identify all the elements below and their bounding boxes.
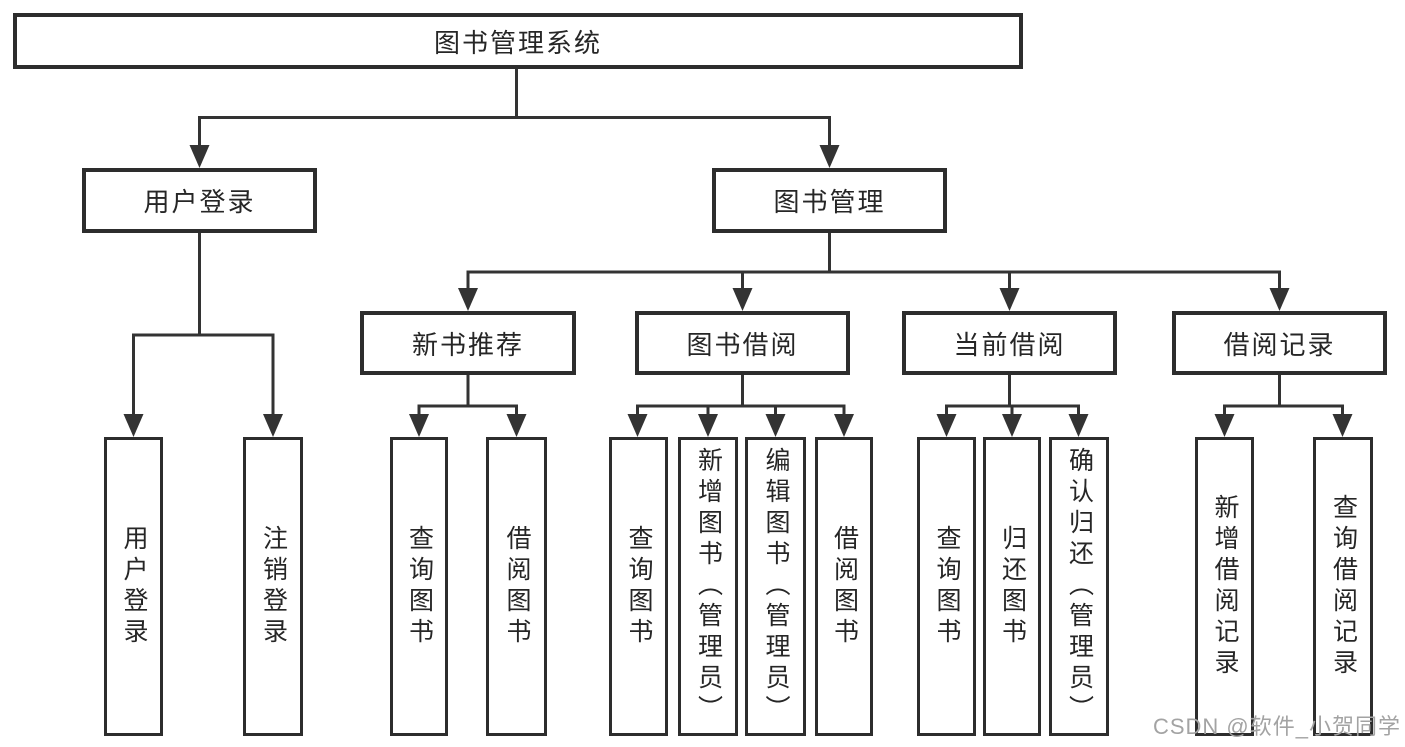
- leaf-query-books-recommend-label: 查询图书: [405, 524, 434, 649]
- node-book-management-label: 图书管理: [773, 187, 886, 217]
- node-new-book-recommendation-label: 新书推荐: [411, 329, 524, 360]
- leaf-add-book-admin: 新增图书（管理员）: [678, 437, 738, 736]
- node-book-borrowing: 图书借阅: [635, 311, 850, 375]
- node-root: 图书管理系统: [13, 13, 1023, 69]
- arrowhead-down-icon: [698, 414, 718, 437]
- leaf-return-books-label: 归还图书: [998, 524, 1027, 649]
- node-current-borrowing: 当前借阅: [902, 311, 1117, 375]
- node-user-login: 用户登录: [82, 168, 317, 233]
- leaf-query-borrow-record: 查询借阅记录: [1313, 437, 1373, 736]
- leaf-query-books-borrowing-label: 查询图书: [625, 524, 653, 649]
- arrowhead-down-icon: [1332, 414, 1353, 437]
- arrowhead-down-icon: [189, 145, 210, 168]
- leaf-query-borrow-record-label: 查询借阅记录: [1329, 493, 1358, 680]
- leaf-logout-label: 注销登录: [259, 524, 288, 649]
- leaf-add-borrow-record: 新增借阅记录: [1195, 437, 1254, 736]
- arrowhead-down-icon: [1068, 414, 1089, 437]
- arrowhead-down-icon: [123, 414, 144, 437]
- leaf-add-borrow-record-label: 新增借阅记录: [1211, 493, 1239, 680]
- node-current-borrowing-label: 当前借阅: [953, 329, 1066, 360]
- leaf-borrow-books-borrowing-label: 借阅图书: [830, 524, 859, 649]
- leaf-query-books-current-label: 查询图书: [933, 524, 961, 649]
- leaf-query-books-borrowing: 查询图书: [609, 437, 668, 736]
- node-new-book-recommendation: 新书推荐: [360, 311, 576, 375]
- arrowhead-down-icon: [1214, 414, 1235, 437]
- leaf-logout: 注销登录: [243, 437, 303, 736]
- node-borrowing-records-label: 借阅记录: [1223, 329, 1336, 360]
- leaf-return-books: 归还图书: [983, 437, 1041, 736]
- arrowhead-down-icon: [765, 414, 786, 437]
- leaf-borrow-books-recommend-label: 借阅图书: [503, 524, 531, 649]
- arrowhead-down-icon: [458, 288, 478, 311]
- leaf-add-book-admin-label: 新增图书（管理员）: [694, 447, 723, 726]
- leaf-confirm-return-admin-label: 确认归还（管理员）: [1065, 447, 1094, 726]
- leaf-query-books-current: 查询图书: [917, 437, 976, 736]
- arrowhead-down-icon: [999, 288, 1020, 311]
- leaf-edit-book-admin-label: 编辑图书（管理员）: [762, 447, 790, 726]
- arrowhead-down-icon: [834, 414, 854, 437]
- arrowhead-down-icon: [819, 145, 840, 168]
- arrowhead-down-icon: [409, 414, 429, 437]
- arrowhead-down-icon: [936, 414, 957, 437]
- leaf-user-login-label: 用户登录: [120, 524, 148, 649]
- node-root-label: 图书管理系统: [433, 27, 602, 58]
- node-book-borrowing-label: 图书借阅: [686, 329, 799, 360]
- node-book-management: 图书管理: [712, 168, 947, 233]
- leaf-user-login: 用户登录: [104, 437, 163, 736]
- leaf-borrow-books-borrowing: 借阅图书: [815, 437, 873, 736]
- arrowhead-down-icon: [263, 414, 283, 437]
- arrowhead-down-icon: [627, 414, 648, 437]
- leaf-edit-book-admin: 编辑图书（管理员）: [745, 437, 806, 736]
- arrowhead-down-icon: [1002, 414, 1022, 437]
- leaf-query-books-recommend: 查询图书: [390, 437, 448, 736]
- watermark: CSDN @软件_小贺同学: [1152, 714, 1401, 739]
- node-user-login-label: 用户登录: [143, 187, 256, 217]
- leaf-borrow-books-recommend: 借阅图书: [486, 437, 547, 736]
- leaf-confirm-return-admin: 确认归还（管理员）: [1049, 437, 1109, 736]
- arrowhead-down-icon: [506, 414, 527, 437]
- arrowhead-down-icon: [732, 288, 753, 311]
- arrowhead-down-icon: [1269, 288, 1290, 311]
- node-borrowing-records: 借阅记录: [1172, 311, 1387, 375]
